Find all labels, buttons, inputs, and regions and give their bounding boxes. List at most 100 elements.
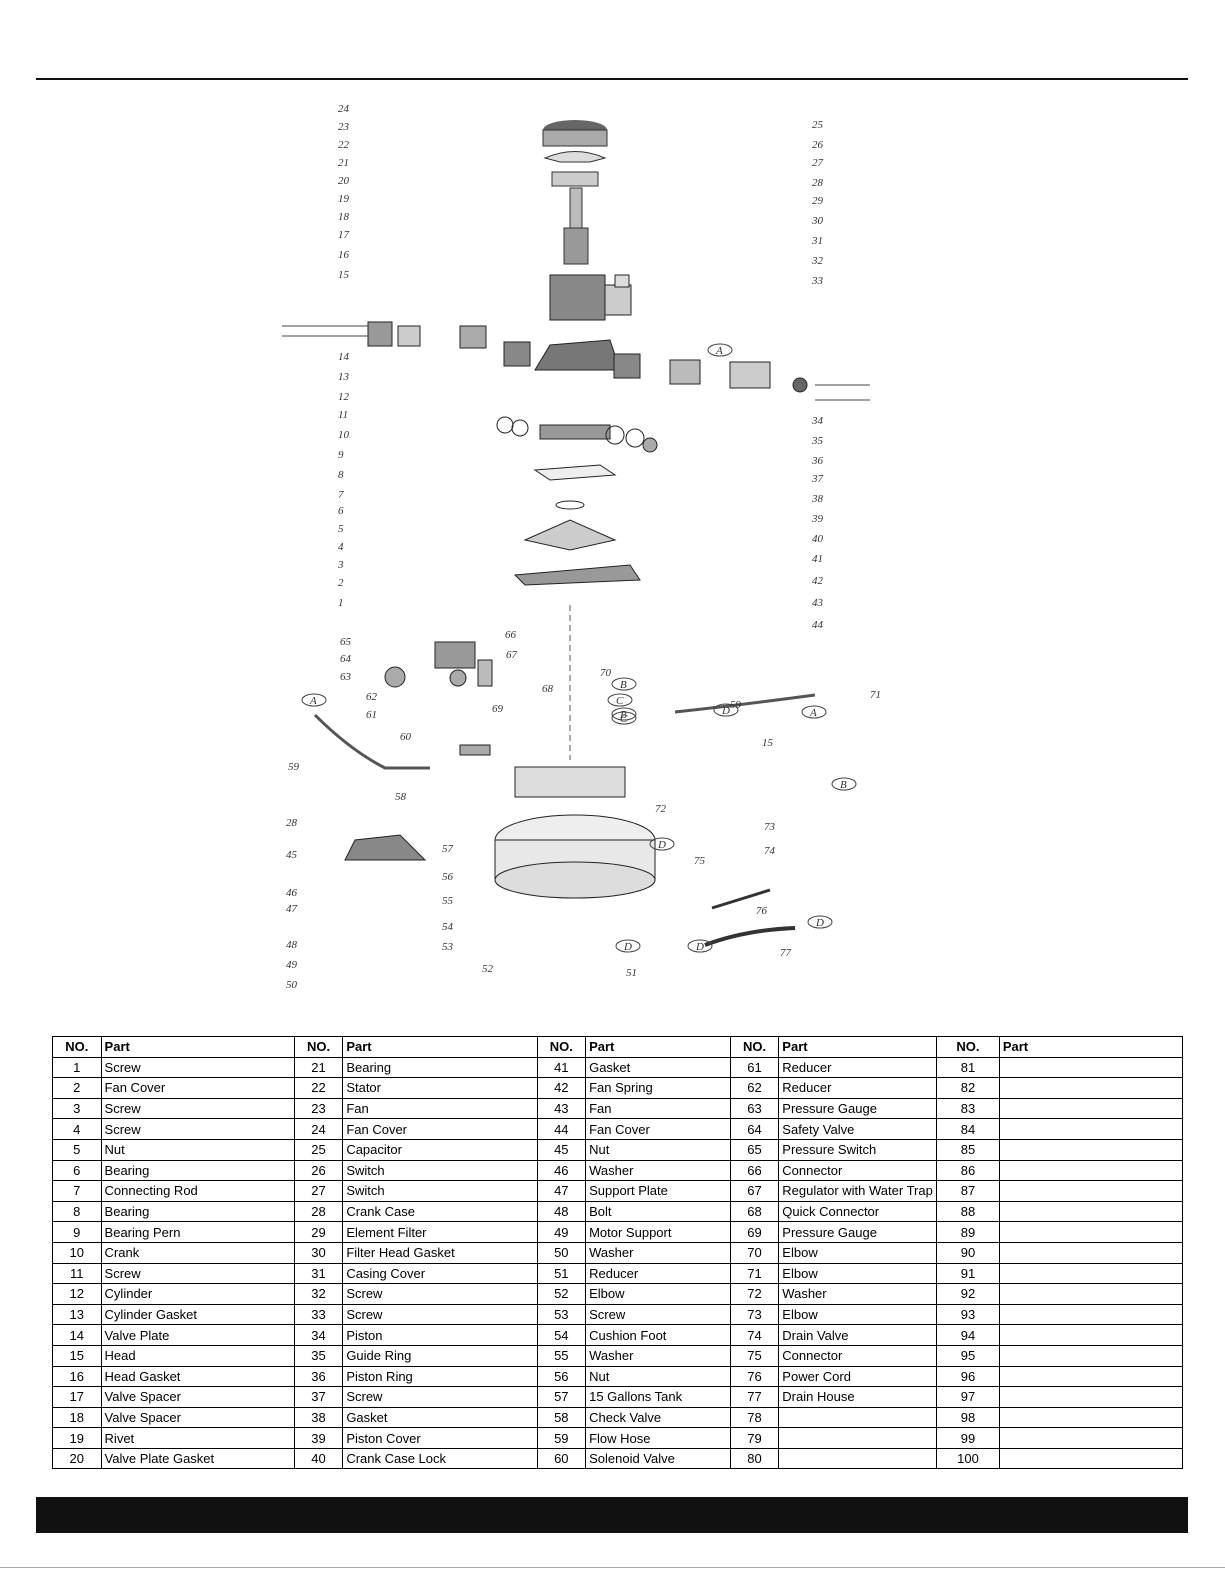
- part-number-cell: 69: [729, 1221, 780, 1243]
- callout-number-label: 53: [442, 941, 454, 953]
- part-name-cell: Gasket: [585, 1056, 731, 1079]
- callout-number-label: 71: [870, 689, 881, 701]
- callout-number-label: 62: [366, 691, 378, 703]
- part-name-cell: Fan Spring: [585, 1077, 731, 1099]
- part-number-cell: 34: [293, 1324, 344, 1346]
- fan-cover-lower: [513, 564, 641, 586]
- part-number-cell: 2: [52, 1077, 102, 1099]
- header-no: NO.: [293, 1036, 344, 1058]
- callout-number-label: 65: [340, 636, 352, 648]
- callout-number-label: 29: [812, 195, 824, 207]
- callout-number-label: 25: [812, 119, 824, 131]
- part-name-cell: Elbow: [585, 1283, 731, 1305]
- part-name-cell: Solenoid Valve: [585, 1447, 731, 1470]
- crank-case-lock: [533, 464, 617, 481]
- header-part: Part: [778, 1036, 938, 1058]
- part-name-cell: 15 Gallons Tank: [585, 1386, 731, 1408]
- part-name-cell: Fan: [585, 1097, 731, 1120]
- callout-number-label: 72: [655, 803, 667, 815]
- callout-number-label: 40: [812, 533, 824, 545]
- part-name-cell: [998, 1056, 1184, 1079]
- part-name-cell: Regulator with Water Trap: [778, 1180, 938, 1202]
- callout-number-label: 10: [338, 429, 350, 441]
- part-name-cell: Capacitor: [342, 1138, 538, 1161]
- fan-cover-body: [542, 129, 608, 147]
- part-name-cell: Support Plate: [585, 1180, 731, 1202]
- callout-number-label: 64: [340, 653, 352, 665]
- part-name-cell: Valve Spacer: [100, 1386, 295, 1408]
- part-number-cell: 13: [52, 1303, 102, 1326]
- part-name-cell: Safety Valve: [778, 1118, 938, 1140]
- part-name-cell: Drain Valve: [778, 1324, 938, 1346]
- part-number-cell: 64: [729, 1118, 780, 1140]
- callout-number-label: 39: [811, 513, 824, 525]
- parts-list-table: NO. Part NO. Part NO. Part NO. Part NO. …: [52, 1036, 1184, 1470]
- part-name-cell: Flow Hose: [585, 1427, 731, 1449]
- callout-number-label: 55: [442, 895, 454, 907]
- part-name-cell: Elbow: [778, 1303, 938, 1326]
- part-number-cell: 39: [293, 1427, 344, 1449]
- part-name-cell: Pressure Gauge: [778, 1097, 938, 1120]
- callout-letter-label: B: [620, 709, 627, 721]
- callout-letter-label: C: [620, 713, 628, 725]
- callout-number-label: 22: [338, 139, 350, 151]
- callout-number-label: 32: [811, 255, 824, 267]
- callout-number-label: 77: [780, 947, 792, 959]
- part-name-cell: Switch: [342, 1159, 538, 1182]
- part-name-cell: Bearing Pern: [100, 1221, 295, 1243]
- part-number-cell: 38: [293, 1406, 344, 1429]
- callout-number-label: 27: [812, 157, 824, 169]
- callout-badge: [807, 915, 833, 929]
- callout-number-label: 48: [286, 939, 298, 951]
- part-name-cell: Connecting Rod: [100, 1180, 295, 1202]
- callout-number-label: 4: [338, 541, 344, 553]
- part-number-cell: 7: [52, 1180, 102, 1202]
- part-number-cell: 24: [293, 1118, 344, 1140]
- callout-number-label: 14: [338, 351, 350, 363]
- part-number-cell: 77: [729, 1386, 780, 1408]
- part-name-cell: Fan Cover: [585, 1118, 731, 1140]
- table-header-row: NO. Part NO. Part NO. Part NO. Part NO. …: [52, 1036, 1184, 1058]
- part-number-cell: 76: [729, 1365, 780, 1388]
- part-name-cell: [998, 1180, 1184, 1202]
- part-number-cell: 93: [936, 1303, 1000, 1326]
- part-number-cell: 96: [936, 1365, 1000, 1388]
- callout-number-label: 38: [811, 493, 824, 505]
- capacitor-part: [604, 284, 632, 316]
- header-no: NO.: [936, 1036, 1000, 1058]
- part-number-cell: 81: [936, 1056, 1000, 1079]
- pressure-gauge-part-2: [449, 669, 467, 687]
- callout-number-label: 74: [764, 845, 776, 857]
- bearing-part: [496, 416, 514, 434]
- part-number-cell: 29: [293, 1221, 344, 1243]
- callout-number-label: 30: [811, 215, 824, 227]
- part-number-cell: 61: [729, 1056, 780, 1079]
- part-name-cell: Bearing: [100, 1200, 295, 1223]
- part-number-cell: 91: [936, 1262, 1000, 1285]
- part-name-cell: [778, 1447, 938, 1470]
- part-number-cell: 80: [729, 1447, 780, 1470]
- part-name-cell: Drain House: [778, 1386, 938, 1408]
- part-name-cell: [778, 1406, 938, 1429]
- callout-letter-label: D: [721, 705, 730, 717]
- switch-part: [614, 274, 630, 288]
- callout-badge: [687, 939, 713, 953]
- part-name-cell: [778, 1427, 938, 1449]
- part-number-cell: 44: [536, 1118, 587, 1140]
- part-number-cell: 73: [729, 1303, 780, 1326]
- part-name-cell: Bearing: [342, 1056, 538, 1079]
- callout-number-label: 67: [506, 649, 518, 661]
- left-head-part: [367, 321, 393, 347]
- part-number-cell: 47: [536, 1180, 587, 1202]
- header-part: Part: [998, 1036, 1184, 1058]
- part-number-cell: 90: [936, 1241, 1000, 1264]
- callout-letter-label: D: [695, 941, 704, 953]
